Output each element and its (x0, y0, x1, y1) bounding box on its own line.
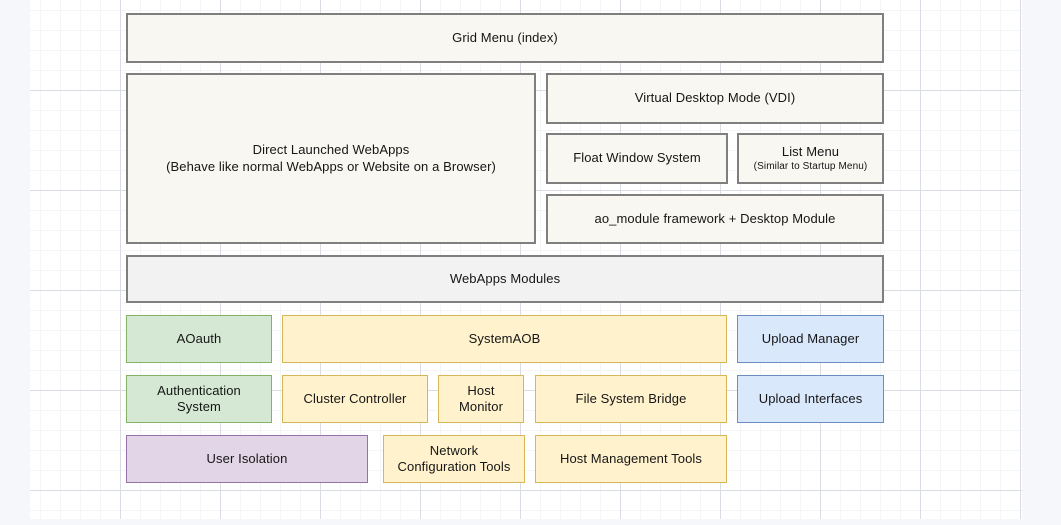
node-upload-manager-label: Upload Manager (762, 331, 860, 347)
node-aoauth[interactable]: AOauth (126, 315, 272, 363)
node-direct-launched-webapps-title: Direct Launched WebApps (253, 142, 410, 158)
node-webapps-modules-label: WebApps Modules (450, 271, 560, 287)
node-upload-interfaces-label: Upload Interfaces (759, 391, 863, 407)
node-ao-module-framework-label: ao_module framework + Desktop Module (595, 211, 836, 227)
node-list-menu[interactable]: List Menu (Similar to Startup Menu) (737, 133, 884, 184)
node-host-monitor-label-line1: Host (467, 383, 494, 399)
node-network-configuration-tools-label-line1: Network (430, 443, 478, 459)
node-float-window-system-label: Float Window System (573, 150, 701, 166)
node-network-configuration-tools-label-line2: Configuration Tools (398, 459, 511, 475)
node-list-menu-label: List Menu (782, 144, 839, 160)
node-webapps-modules[interactable]: WebApps Modules (126, 255, 884, 303)
node-user-isolation-label: User Isolation (207, 451, 288, 467)
node-direct-launched-webapps[interactable]: Direct Launched WebApps (Behave like nor… (126, 73, 536, 244)
node-host-management-tools-label: Host Management Tools (560, 451, 702, 467)
node-upload-interfaces[interactable]: Upload Interfaces (737, 375, 884, 423)
node-file-system-bridge[interactable]: File System Bridge (535, 375, 727, 423)
node-cluster-controller-label: Cluster Controller (304, 391, 407, 407)
node-aoauth-label: AOauth (177, 331, 222, 347)
node-file-system-bridge-label: File System Bridge (576, 391, 687, 407)
node-host-monitor-label-line2: Monitor (459, 399, 503, 415)
node-network-configuration-tools[interactable]: Network Configuration Tools (383, 435, 525, 483)
node-system-aob-label: SystemAOB (469, 331, 541, 347)
node-direct-launched-webapps-subtitle: (Behave like normal WebApps or Website o… (166, 159, 496, 175)
node-grid-menu-label: Grid Menu (index) (452, 30, 558, 46)
node-host-monitor[interactable]: Host Monitor (438, 375, 524, 423)
node-cluster-controller[interactable]: Cluster Controller (282, 375, 428, 423)
node-virtual-desktop-mode[interactable]: Virtual Desktop Mode (VDI) (546, 73, 884, 124)
node-host-management-tools[interactable]: Host Management Tools (535, 435, 727, 483)
node-system-aob[interactable]: SystemAOB (282, 315, 727, 363)
node-ao-module-framework[interactable]: ao_module framework + Desktop Module (546, 194, 884, 244)
node-upload-manager[interactable]: Upload Manager (737, 315, 884, 363)
node-virtual-desktop-mode-label: Virtual Desktop Mode (VDI) (635, 90, 796, 106)
node-list-menu-sublabel: (Similar to Startup Menu) (754, 161, 868, 174)
node-authentication-system-label-line2: System (177, 399, 221, 415)
node-user-isolation[interactable]: User Isolation (126, 435, 368, 483)
node-grid-menu[interactable]: Grid Menu (index) (126, 13, 884, 63)
node-authentication-system-label-line1: Authentication (157, 383, 241, 399)
node-authentication-system[interactable]: Authentication System (126, 375, 272, 423)
node-float-window-system[interactable]: Float Window System (546, 133, 728, 184)
